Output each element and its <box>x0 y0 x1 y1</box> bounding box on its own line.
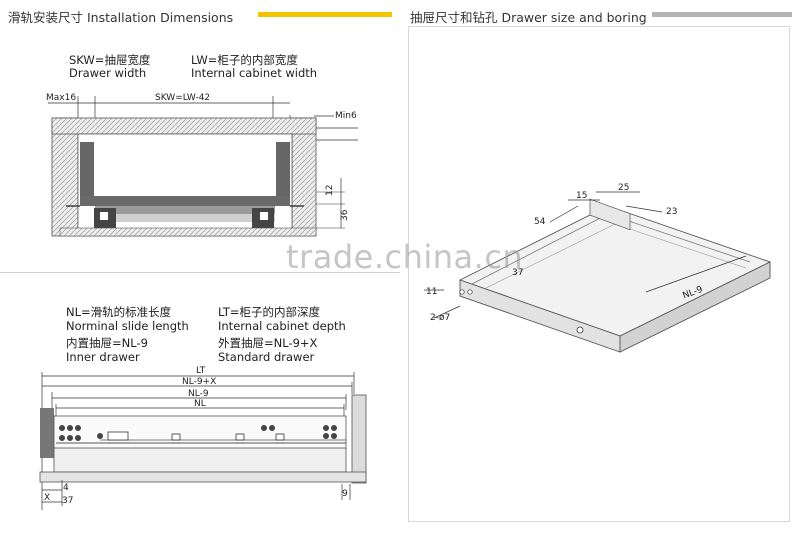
nl-label-en: Norminal slide length <box>66 319 189 333</box>
inner-drawer-en: Inner drawer <box>66 350 140 364</box>
watermark: trade.china.cn <box>286 238 524 276</box>
outer-drawer-en: Standard drawer <box>218 350 315 364</box>
dim-max16: Max16 <box>46 93 76 103</box>
lw-label-en: Internal cabinet width <box>191 66 318 80</box>
outer-drawer-cn: 外置抽屉=NL-9+X <box>218 336 318 350</box>
drawer-boring-header-bar <box>652 12 792 17</box>
dim-nl: NL <box>194 399 206 409</box>
lw-label-cn: LW=柜子的内部宽度 <box>191 53 298 67</box>
dim-nl9x: NL-9+X <box>182 377 216 387</box>
drawer-dim-37: 37 <box>512 268 523 278</box>
dim-lt: LT <box>196 366 206 376</box>
skw-label-en: Drawer width <box>69 66 147 80</box>
dim-skw: SKW=LW-42 <box>155 93 210 103</box>
nl-label-cn: NL=滑轨的标准长度 <box>66 305 172 319</box>
drawer-dim-2d7: 2-ø7 <box>430 313 450 323</box>
drawer-dim-11: 11 <box>426 287 437 297</box>
drawer-boring-header: 抽屉尺寸和钻孔 Drawer size and boring <box>410 10 647 25</box>
lt-label-en: Internal cabinet depth <box>218 319 346 333</box>
lt-label-cn: LT=柜子的内部深度 <box>218 305 320 319</box>
dim-nl9: NL-9 <box>188 389 209 399</box>
drawer-dim-23: 23 <box>666 207 677 217</box>
dim-36: 36 <box>340 209 350 221</box>
dim-9: 9 <box>342 489 348 499</box>
installation-header-bar <box>258 12 392 17</box>
drawer-3d-diagram: 25 15 23 54 37 11 2-ø7 NL-9 <box>424 183 772 353</box>
installation-header: 滑轨安装尺寸 Installation Dimensions <box>8 10 234 25</box>
cross-section-diagram: Max16 SKW=LW-42 Min6 12 36 <box>46 93 358 237</box>
dim-4: 4 <box>63 483 69 493</box>
dim-x: X <box>44 493 50 503</box>
skw-label-cn: SKW=抽屉宽度 <box>69 53 151 67</box>
drawer-dim-54: 54 <box>534 217 546 227</box>
dim-37: 37 <box>62 496 73 506</box>
dim-12: 12 <box>325 185 335 196</box>
inner-drawer-cn: 内置抽屉=NL-9 <box>66 336 148 350</box>
dim-min6: Min6 <box>335 111 357 121</box>
side-view-diagram: LT NL-9+X NL-9 NL 4 X 37 9 <box>39 366 367 510</box>
drawer-dim-15: 15 <box>576 191 587 201</box>
panel-divider <box>0 272 400 273</box>
drawer-dim-25: 25 <box>618 183 629 193</box>
